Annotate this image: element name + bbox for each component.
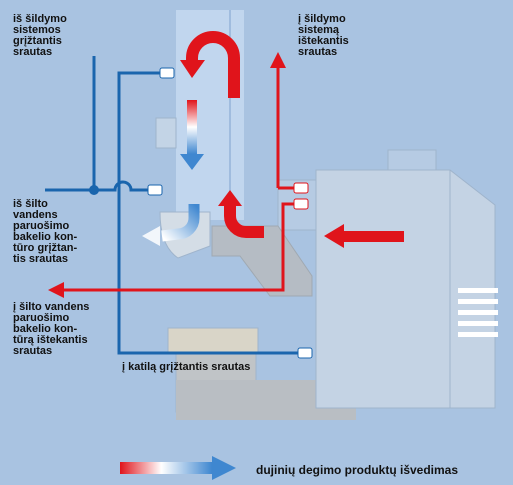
supply-valves: [293, 182, 309, 210]
outlet-curve-arrow: [161, 204, 200, 242]
top-u-turn-arrow: [186, 31, 240, 98]
inlet-curve-arrow: [224, 206, 264, 238]
supply-lines: [60, 66, 296, 292]
machinery-background: [155, 10, 496, 420]
dhw-return-branch: [45, 180, 150, 192]
burner-vents: [458, 288, 498, 337]
label-heating-supply: į šildymo sistemą ištekantis srautas: [298, 13, 349, 58]
label-dhw-supply: į šilto vandens paruošimo bakelio kon- t…: [13, 301, 90, 357]
return-pipes: [45, 56, 311, 355]
burner-flow-shaft: [342, 231, 404, 242]
heating-supply-arrowhead: [270, 52, 286, 68]
label-dhw-return: iš šilto vandens paruošimo bakelio kon- …: [13, 198, 78, 265]
legend-arrow: [120, 456, 236, 480]
label-heating-return: iš šildymo sistemos grįžtantis srautas: [13, 13, 67, 58]
base-tray: [167, 327, 259, 353]
pipe-junction: [89, 185, 99, 195]
burner-flow-arrowhead: [324, 224, 344, 248]
label-boiler-return: į katilą grįžtantis srautas: [122, 361, 251, 373]
dhw-supply-arrowhead: [48, 282, 64, 298]
top-u-turn-arrowhead: [180, 60, 205, 78]
dhw-supply-line: [60, 202, 296, 292]
boiler-return-loop: [117, 71, 311, 355]
inlet-curve-arrowhead: [218, 190, 242, 206]
legend-flue-gas-label: dujinių degimo produktų išvedimas: [256, 463, 459, 477]
pump-block: [155, 117, 177, 149]
outlet-curve-arrowhead: [142, 226, 160, 246]
gradient-down-arrowhead: [180, 154, 204, 170]
gradient-down-shaft: [187, 100, 197, 154]
pipe-valves: [147, 67, 313, 359]
